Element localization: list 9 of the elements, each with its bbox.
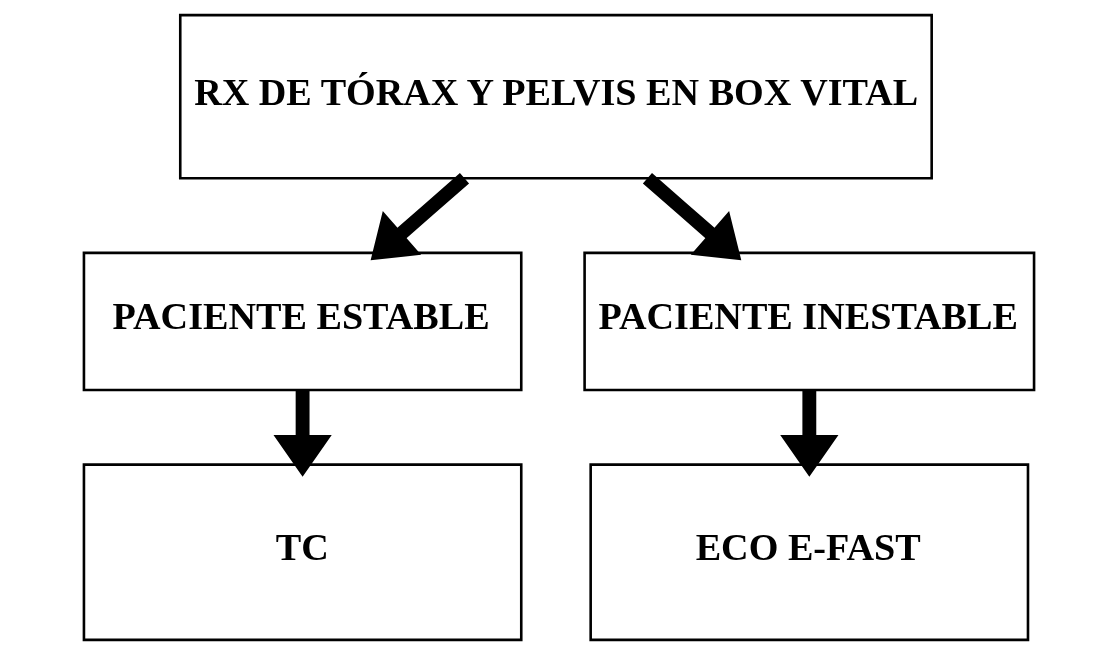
- arrow: [779, 390, 838, 477]
- node-box: ECO E-FAST: [588, 463, 1029, 642]
- node-box: TC: [82, 463, 523, 642]
- arrow: [642, 173, 741, 261]
- node-box: RX DE TÓRAX Y PELVIS EN BOX VITAL: [178, 13, 933, 180]
- arrow: [370, 173, 469, 261]
- arrow: [273, 390, 332, 477]
- node-box: PACIENTE ESTABLE: [82, 251, 523, 392]
- node-box: PACIENTE INESTABLE: [582, 251, 1035, 392]
